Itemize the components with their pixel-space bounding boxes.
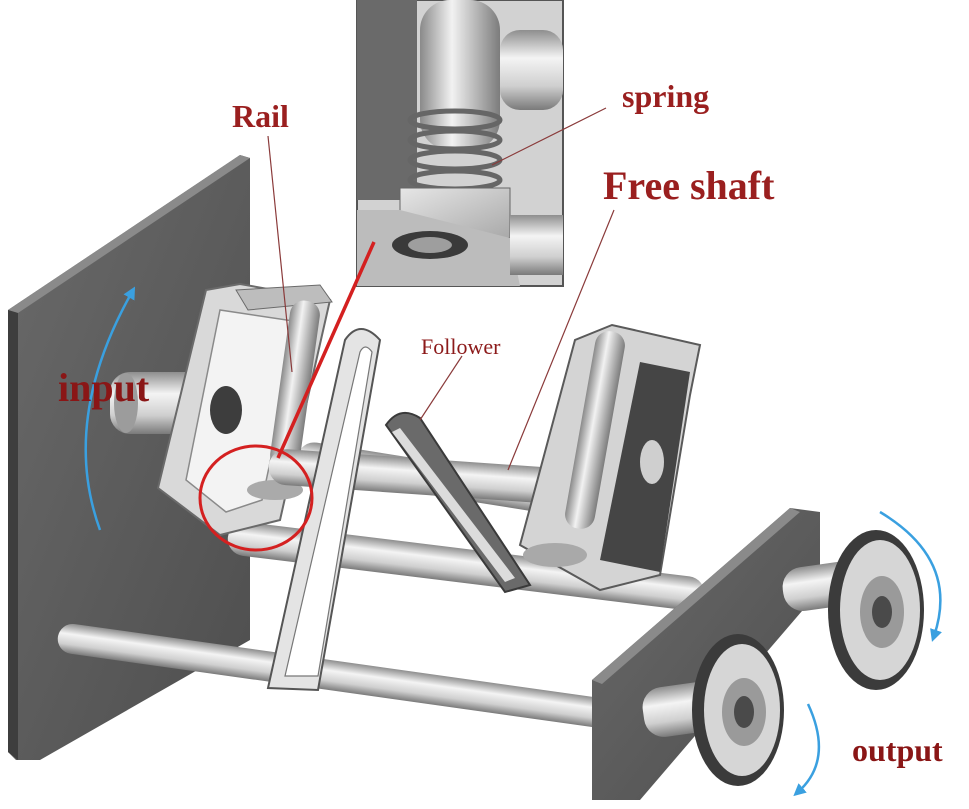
output-upper-rotation-arrow [879,510,942,642]
output-label: output [852,732,943,768]
free-shaft-leader [507,209,615,471]
input-plate [8,155,250,760]
follower-label: Follower [421,334,501,359]
rail-leader [267,135,293,373]
output-gear-lower [692,634,784,786]
spring-leader [491,107,607,166]
leader-lines [267,107,615,471]
free-shaft-label: Free shaft [603,163,775,208]
detail-highlight [198,241,376,552]
spring-detail-inset [356,0,564,287]
output-gear-upper [828,530,924,690]
right-cam-block [518,323,702,592]
highlight-connector [276,241,376,459]
motion-arrows [84,286,942,797]
spring-label: spring [622,78,710,114]
input-label: input [58,365,150,410]
follower-links [266,328,532,692]
output-lower-rotation-arrow [793,703,821,797]
input-rotation-arrow [84,286,136,531]
follower-leader [419,355,463,421]
rail-label: Rail [232,98,289,134]
highlight-circle [198,444,314,552]
